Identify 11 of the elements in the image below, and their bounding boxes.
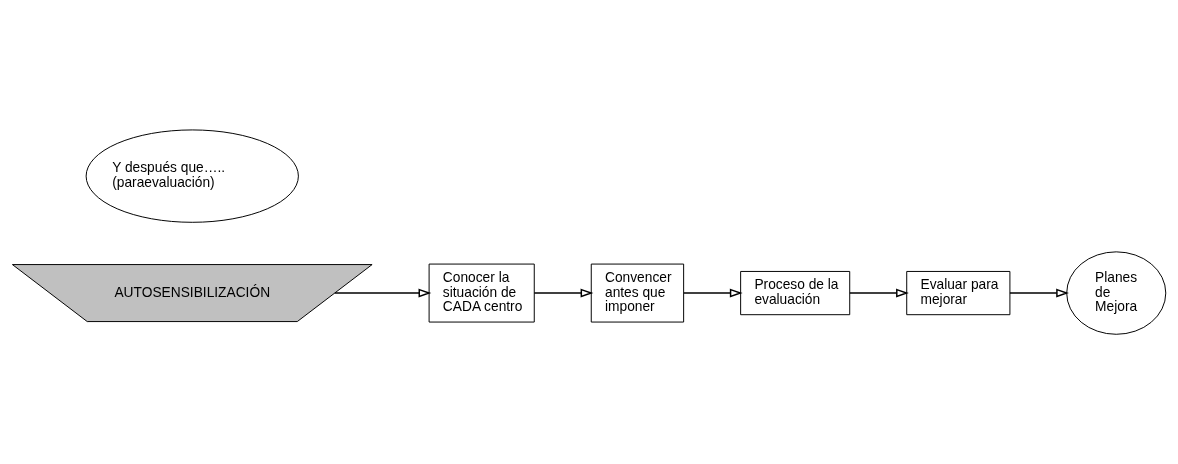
node-box: Proceso de la evaluación (740, 270, 851, 316)
node-box: Evaluar para mejorar (906, 270, 1011, 316)
arrow (533, 288, 594, 298)
arrow (1009, 288, 1069, 298)
node-box: Convencer antes que imponer (590, 263, 685, 323)
node-ellipse: Y después que….. (paraevaluación) (85, 129, 299, 223)
arrow (849, 288, 909, 298)
node-box: Conocer la situación de CADA centro (428, 263, 535, 323)
node-ellipse: Planes de Mejora (1066, 251, 1167, 335)
arrow (683, 288, 743, 298)
arrow (334, 288, 432, 298)
